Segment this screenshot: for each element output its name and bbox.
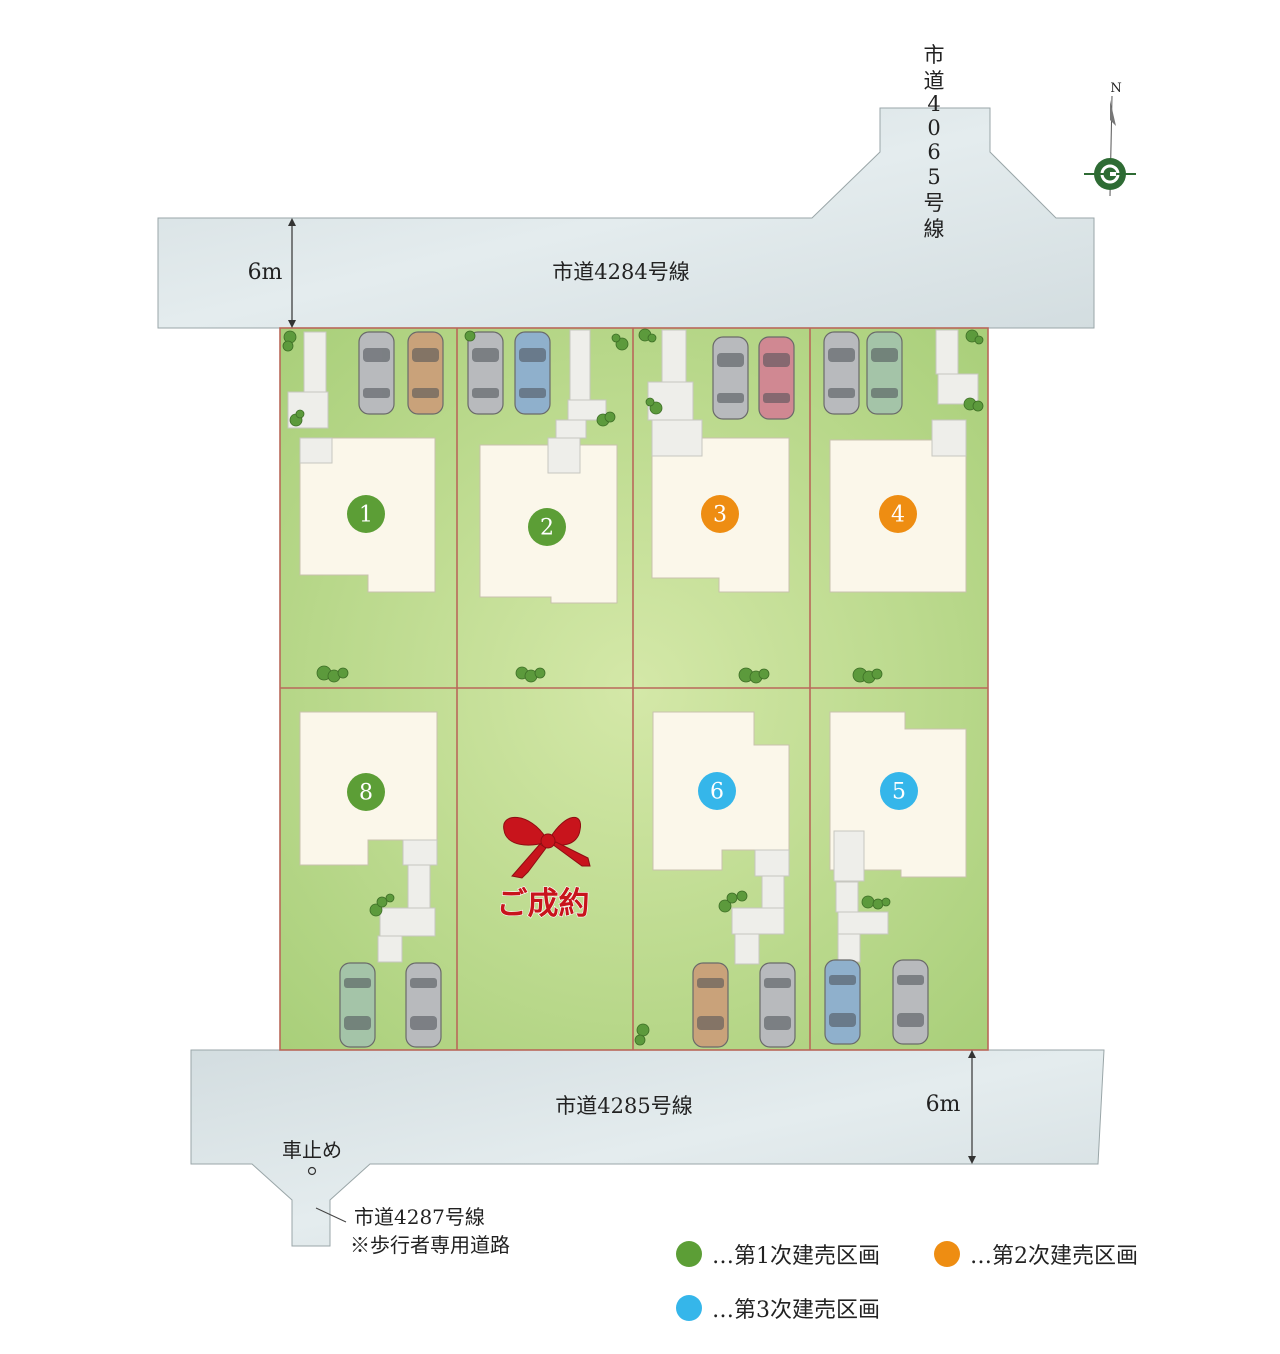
lot-number-2: 2 [540, 516, 554, 541]
legend-phase-2: …第2次建売区画 [934, 1238, 1138, 1270]
dimension-arrows [288, 218, 976, 1164]
northeast-road-label: 市 道 4 0 6 5 号 線 [924, 43, 945, 241]
car [758, 336, 795, 420]
legend-dot-blue [676, 1295, 702, 1321]
compass-north-label: N [1110, 81, 1121, 96]
car [405, 962, 442, 1048]
lot-number-1: 1 [359, 503, 373, 528]
legend-label-phase-1: …第1次建売区画 [712, 1244, 880, 1269]
north-road-label: 市道4284号線 [552, 260, 689, 284]
leader-line [315, 1207, 347, 1223]
svg-text:6: 6 [927, 140, 940, 164]
legend-phase-1: …第1次建売区画 [676, 1238, 880, 1270]
south-road-label: 市道4285号線 [555, 1094, 692, 1118]
svg-text:道: 道 [924, 69, 945, 93]
lot-numbers: 1 2 3 4 8 6 5 [359, 503, 906, 806]
car [692, 962, 729, 1048]
sold-label: ご成約 [497, 886, 590, 922]
lot-badge-3 [701, 495, 739, 533]
pedestrian-road-label: 市道4287号線 [354, 1205, 485, 1229]
car [866, 331, 903, 415]
svg-text:5: 5 [927, 165, 940, 189]
lot-number-8: 8 [359, 781, 373, 806]
lot-badges [347, 495, 918, 811]
lot-number-3: 3 [713, 503, 727, 528]
car [759, 962, 796, 1048]
compass-icon [1084, 95, 1136, 197]
lot-badge-5 [880, 772, 918, 810]
legend-label-phase-3: …第3次建売区画 [712, 1298, 880, 1323]
lot-boundaries [279, 327, 989, 1051]
car [407, 331, 444, 415]
lot-number-4: 4 [891, 503, 905, 528]
car [824, 959, 861, 1045]
car [514, 331, 551, 415]
svg-text:号: 号 [924, 191, 945, 215]
car-windows [344, 348, 924, 1030]
svg-text:0: 0 [927, 116, 940, 140]
car [339, 962, 376, 1048]
legend-dot-green [676, 1241, 702, 1267]
lot-badge-4 [879, 495, 917, 533]
north-road-width: 6m [248, 260, 283, 285]
pedestrian-road-note: ※歩行者専用道路 [350, 1233, 510, 1257]
car-stop-label: 車止め [282, 1138, 342, 1162]
legend-dot-orange [934, 1241, 960, 1267]
car [358, 331, 395, 415]
shrubs [282, 328, 984, 1046]
svg-text:線: 線 [924, 217, 945, 241]
lot-number-6: 6 [710, 780, 724, 805]
lot-number-5: 5 [892, 780, 906, 805]
south-road [190, 1049, 1105, 1247]
approaches [287, 329, 979, 965]
car [467, 331, 504, 415]
legend-label-phase-2: …第2次建売区画 [970, 1244, 1138, 1269]
car [712, 336, 749, 420]
svg-text:4: 4 [927, 92, 940, 116]
north-road [157, 107, 1095, 329]
south-road-width: 6m [926, 1092, 961, 1117]
lot-badge-8 [347, 773, 385, 811]
lot-badge-2 [528, 508, 566, 546]
car [892, 959, 929, 1045]
car [823, 331, 860, 415]
legend-phase-3: …第3次建売区画 [676, 1292, 880, 1324]
ribbon-icon [503, 816, 591, 879]
car-stop-marker [307, 1166, 317, 1176]
svg-text:市: 市 [924, 43, 945, 67]
lot-badge-1 [347, 495, 385, 533]
lot-badge-6 [698, 772, 736, 810]
